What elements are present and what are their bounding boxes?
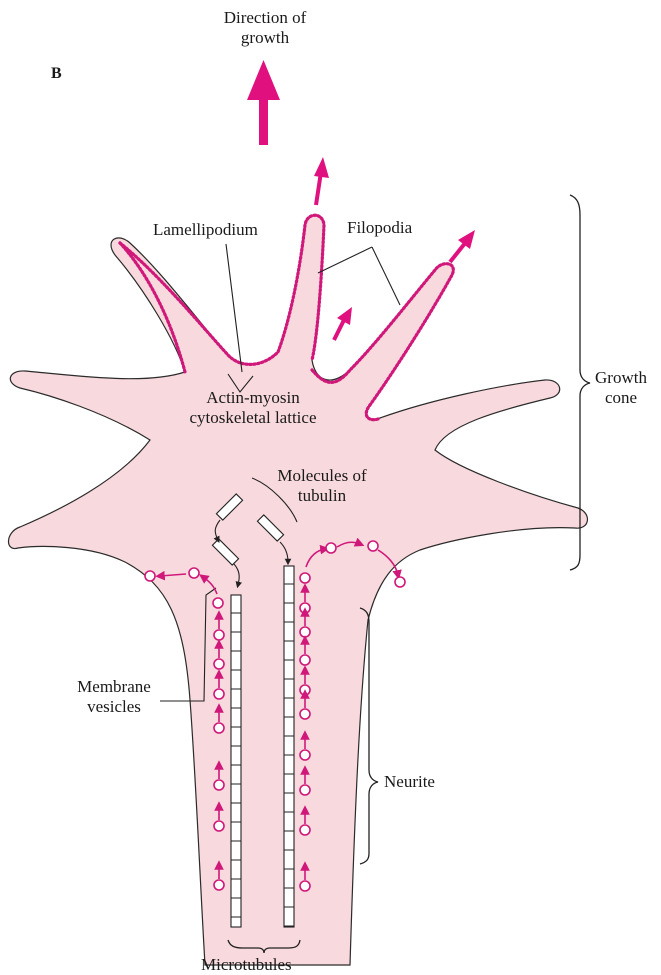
panel-letter: B bbox=[51, 64, 62, 84]
actin-myosin-line-2: cytoskeletal lattice bbox=[158, 408, 348, 428]
direction-of-growth-arrow bbox=[247, 60, 280, 145]
lamellipodium-leader bbox=[226, 244, 242, 372]
filopodium-growth-arrow-2 bbox=[450, 230, 475, 262]
actin-myosin-label: Actin-myosin cytoskeletal lattice bbox=[158, 388, 348, 428]
filopodia-label: Filopodia bbox=[347, 218, 412, 238]
microtubules-label: Microtubules bbox=[201, 955, 292, 975]
vesicle bbox=[300, 655, 310, 665]
microtubule-right bbox=[284, 566, 294, 927]
filopodium-growth-arrow-1 bbox=[314, 157, 329, 205]
lamellipodium-growth-arrow bbox=[334, 307, 352, 340]
tubulin-line-2: tubulin bbox=[252, 486, 392, 506]
growth-cone-cell-outline bbox=[8, 215, 587, 965]
membrane-vesicles-line-2: vesicles bbox=[64, 697, 164, 717]
vesicle bbox=[300, 627, 310, 637]
growth-cone-line-1: Growth bbox=[590, 368, 652, 388]
direction-of-growth-label: Direction of growth bbox=[205, 8, 325, 48]
vesicle bbox=[214, 780, 224, 790]
vesicle bbox=[300, 685, 310, 695]
vesicle bbox=[300, 825, 310, 835]
vesicle bbox=[214, 689, 224, 699]
vesicle bbox=[300, 603, 310, 613]
neurite-label: Neurite bbox=[384, 772, 435, 792]
growth-cone-line-2: cone bbox=[590, 388, 652, 408]
vesicle bbox=[214, 880, 224, 890]
vesicle bbox=[300, 750, 310, 760]
vesicle bbox=[300, 881, 310, 891]
lamellipodium-label: Lamellipodium bbox=[153, 220, 258, 240]
vesicle bbox=[214, 821, 224, 831]
filopodia-leader-left bbox=[318, 247, 372, 273]
membrane-vesicles-line-1: Membrane bbox=[64, 677, 164, 697]
vesicle bbox=[300, 785, 310, 795]
vesicle bbox=[214, 659, 224, 669]
tubulin-line-1: Molecules of bbox=[252, 466, 392, 486]
vesicle bbox=[300, 709, 310, 719]
vesicle bbox=[214, 723, 224, 733]
membrane-vesicles-label: Membrane vesicles bbox=[64, 677, 164, 717]
growth-cone-label: Growth cone bbox=[590, 368, 652, 408]
direction-line-2: growth bbox=[205, 28, 325, 48]
filopodia-leader-right bbox=[372, 247, 400, 305]
direction-line-1: Direction of bbox=[205, 8, 325, 28]
vesicle bbox=[214, 630, 224, 640]
actin-myosin-line-1: Actin-myosin bbox=[158, 388, 348, 408]
microtubule-left bbox=[231, 595, 241, 927]
tubulin-label: Molecules of tubulin bbox=[252, 466, 392, 506]
